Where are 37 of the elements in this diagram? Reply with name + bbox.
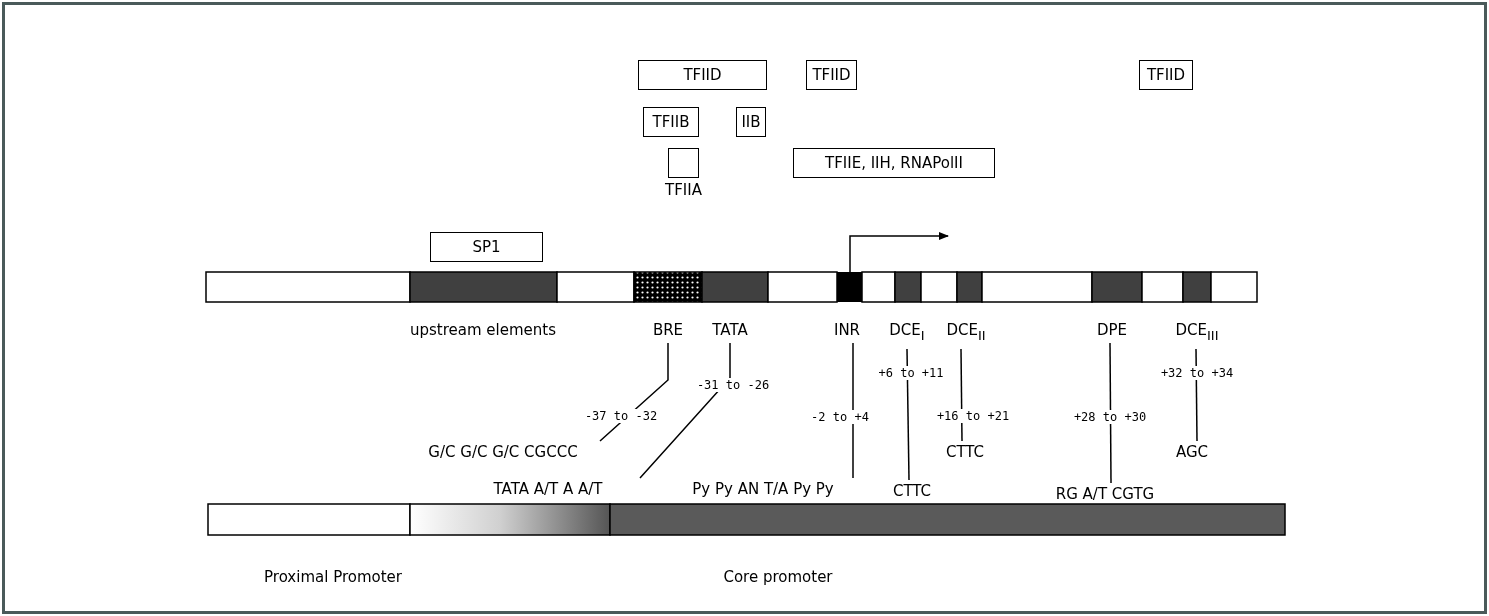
element-label: DCE$_{III}$ [1175,321,1219,345]
region-label: Core promoter [723,568,833,586]
region-label: Proximal Promoter [264,568,402,586]
element-label: BRE [652,321,684,339]
element-label: upstream elements [410,321,556,339]
element-label: DCE$_{II}$ [946,321,986,345]
transcription-start-arrow [849,232,949,273]
protein-box: IIB [736,107,766,137]
sequence-label: RG A/T CGTG [1055,485,1155,503]
sequence-label: TATA A/T A A/T [493,480,603,498]
edge-label: +16 to +21 [935,409,1011,423]
protein-box: TFIID [806,60,857,90]
sequence-label: Py Py AN T/A Py Py [692,480,834,498]
edge-label: +32 to +34 [1159,366,1235,380]
leader-line [906,348,910,481]
leader-line [1195,348,1198,442]
promoter-element-block [837,272,862,302]
protein-box: SP1 [430,232,543,262]
protein-box: TFIID [638,60,767,90]
element-label: DCE$_{I}$ [889,321,925,345]
leader-line [639,342,731,479]
protein-label: TFIIA [664,181,703,199]
element-label: INR [833,321,861,339]
element-label: DPE [1096,321,1128,339]
leader-line [1109,342,1112,484]
sequence-label: CTTC [892,482,932,500]
element-label: TATA [712,321,748,339]
protein-box: TFIID [1139,60,1193,90]
leader-line [852,342,854,479]
sequence-label: AGC [1175,443,1209,461]
protein-box: TFIIE, IIH, RNAPolII [793,148,995,178]
edge-label: -2 to +4 [810,410,870,424]
sequence-label: G/C G/C G/C CGCCC [428,443,578,461]
protein-box: TFIIB [643,107,699,137]
sequence-label: CTTC [945,443,985,461]
edge-label: +6 to +11 [877,366,945,380]
edge-label: +28 to +30 [1072,410,1148,424]
